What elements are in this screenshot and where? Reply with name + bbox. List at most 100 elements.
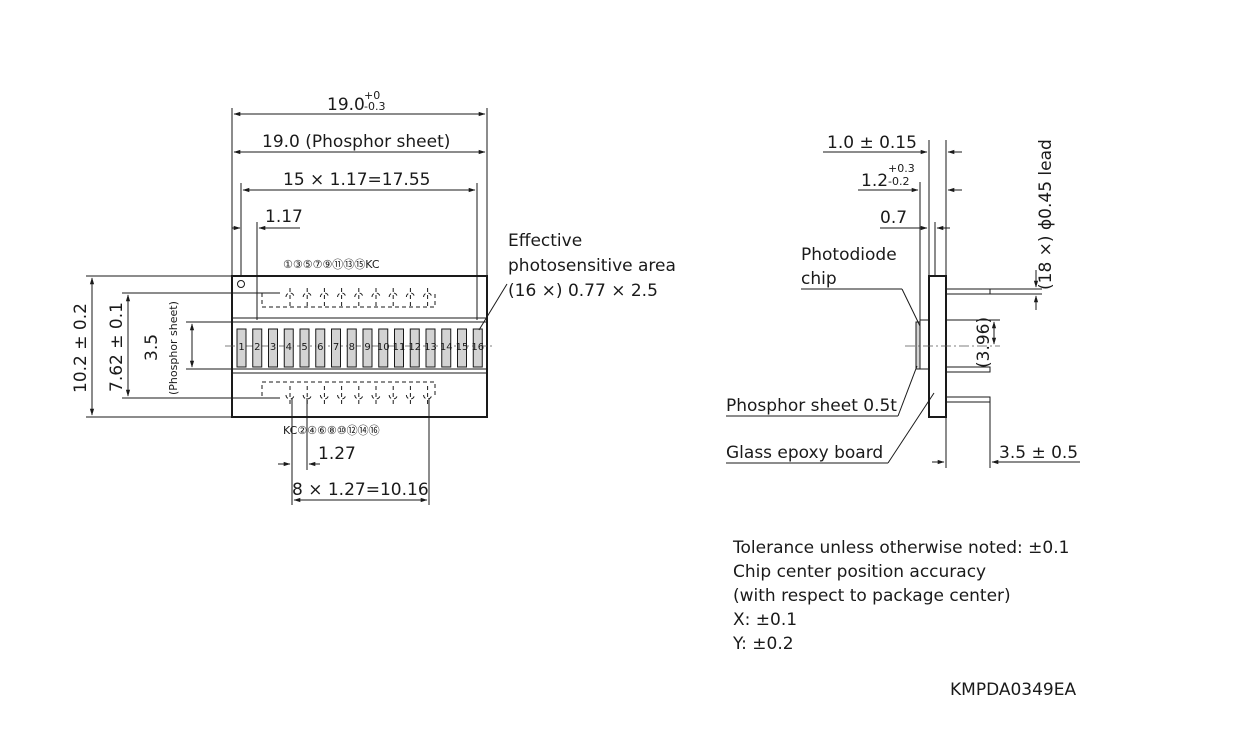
element-number: 2: [254, 342, 260, 353]
label-chip-line1: Photodiode: [801, 245, 897, 265]
dim-total-tol-upper: +0.3: [888, 162, 915, 175]
dim-lead-pitch: 1.27: [318, 444, 356, 464]
lead-pad: [285, 394, 295, 400]
photodiode-chip: [919, 319, 930, 370]
callout-leader: [478, 283, 508, 331]
callout-line3: (16 ×) 0.77 × 2.5: [508, 281, 658, 301]
photodiode-element: [378, 328, 389, 368]
lead-pad: [388, 394, 398, 400]
element-number: 11: [393, 342, 406, 353]
dim-phosphor-width: 19.0 (Phosphor sheet): [262, 132, 450, 152]
lead-pad: [285, 292, 295, 298]
dim-total-tol-lower: -0.2: [888, 175, 909, 188]
lead-pad: [337, 292, 347, 298]
lead-pad: [423, 292, 433, 298]
pin-labels-top: ①③⑤⑦⑨⑪⑬⑮KC: [283, 258, 380, 271]
lead-pad: [319, 394, 329, 400]
photodiode-element: [394, 328, 404, 368]
lead-pad: [388, 292, 398, 298]
photodiode-element: [315, 328, 326, 368]
dim-board: 1.0 ± 0.15: [827, 133, 917, 153]
dim-overall-tol-upper: +0: [364, 89, 380, 102]
photodiode-element: [268, 328, 278, 368]
element-number: 4: [286, 342, 292, 353]
dim-lead-length: 3.5 ± 0.5: [999, 443, 1078, 463]
dim-total-thickness: 1.2: [861, 171, 888, 191]
index-mark: [237, 280, 245, 288]
note-line: Chip center position accuracy: [733, 562, 987, 582]
label-board: Glass epoxy board: [726, 443, 883, 463]
note-line: (with respect to package center): [733, 586, 1011, 606]
lead-pad: [354, 292, 364, 298]
element-number: 8: [349, 342, 355, 353]
dim-chip-center: (3.96): [974, 317, 994, 368]
photodiode-element: [252, 328, 263, 368]
dim-overall: 19.0: [327, 95, 365, 115]
lead-row-bottom: [285, 386, 433, 404]
element-number: 16: [471, 342, 484, 353]
dim-row-spacing: 7.62 ± 0.1: [107, 302, 127, 392]
photodiode-element: [457, 328, 467, 368]
callout-line2: photosensitive area: [508, 256, 676, 276]
element-number: 14: [440, 342, 453, 353]
lead-pad: [423, 394, 433, 400]
phosphor-sheet: [915, 321, 921, 370]
callout-line1: Effective: [508, 231, 582, 251]
lead-upper: [945, 288, 991, 295]
note-line: Tolerance unless otherwise noted: ±0.1: [733, 538, 1070, 558]
photodiode-element: [441, 328, 452, 368]
photodiode-element: [283, 328, 294, 368]
tolerance-notes: Tolerance unless otherwise noted: ±0.1 C…: [733, 536, 1069, 656]
lead-pad: [337, 394, 347, 400]
lead-middle: [945, 366, 991, 373]
photodiode-element: [409, 328, 420, 368]
lead-pad: [302, 394, 312, 400]
package-outline: [231, 275, 488, 418]
dim-overall-tol-lower: -0.3: [364, 100, 385, 113]
element-number: 10: [377, 342, 390, 353]
dim-height: 10.2 ± 0.2: [71, 303, 91, 393]
photodiode-element: [299, 328, 310, 368]
photodiode-element: [236, 328, 247, 368]
dim-chip: 0.7: [880, 208, 907, 228]
side-view: 1.0 ± 0.15 1.2 +0.3 -0.2 0.7 (18 ×) ϕ0.4…: [726, 133, 1080, 468]
dim-lead-total: 8 × 1.27=10.16: [292, 480, 429, 500]
pin-labels-bottom: KC②④⑥⑧⑩⑫⑭⑯: [283, 424, 380, 437]
element-number: 7: [333, 342, 339, 353]
element-number: 12: [408, 342, 421, 353]
element-number: 9: [364, 342, 370, 353]
lead-pad: [354, 394, 364, 400]
dim-pitch: 1.17: [265, 207, 303, 227]
lead-pad: [405, 292, 415, 298]
element-number: 15: [456, 342, 469, 353]
dim-phosphor-height: 3.5: [142, 334, 162, 361]
photodiode-element: [425, 328, 436, 368]
dim-phosphor-height-label: (Phosphor sheet): [167, 301, 180, 395]
drawing-code: KMPDA0349EA: [950, 680, 1077, 700]
element-number: 3: [270, 342, 276, 353]
lead-row-top: [285, 288, 433, 306]
lead-pad: [319, 292, 329, 298]
dim-pitch-total: 15 × 1.17=17.55: [283, 170, 430, 190]
lead-pad: [405, 394, 415, 400]
photodiode-element: [346, 328, 357, 368]
dim-lead-dia: (18 ×) ϕ0.45 lead: [1036, 139, 1056, 290]
photodiode-element: [362, 328, 373, 368]
label-phosphor: Phosphor sheet 0.5t: [726, 396, 897, 416]
lead-pad: [371, 292, 381, 298]
element-number: 13: [424, 342, 437, 353]
photodiode-element: [331, 328, 341, 368]
element-number: 5: [301, 342, 307, 353]
photodiode-element: [472, 328, 483, 368]
lead-pad: [371, 394, 381, 400]
lead-pad: [302, 292, 312, 298]
note-line: Y: ±0.2: [733, 634, 794, 654]
element-number: 6: [317, 342, 323, 353]
lead-lower: [945, 396, 991, 403]
note-line: X: ±0.1: [733, 610, 798, 630]
element-number: 1: [238, 342, 244, 353]
label-chip-line2: chip: [801, 269, 837, 289]
